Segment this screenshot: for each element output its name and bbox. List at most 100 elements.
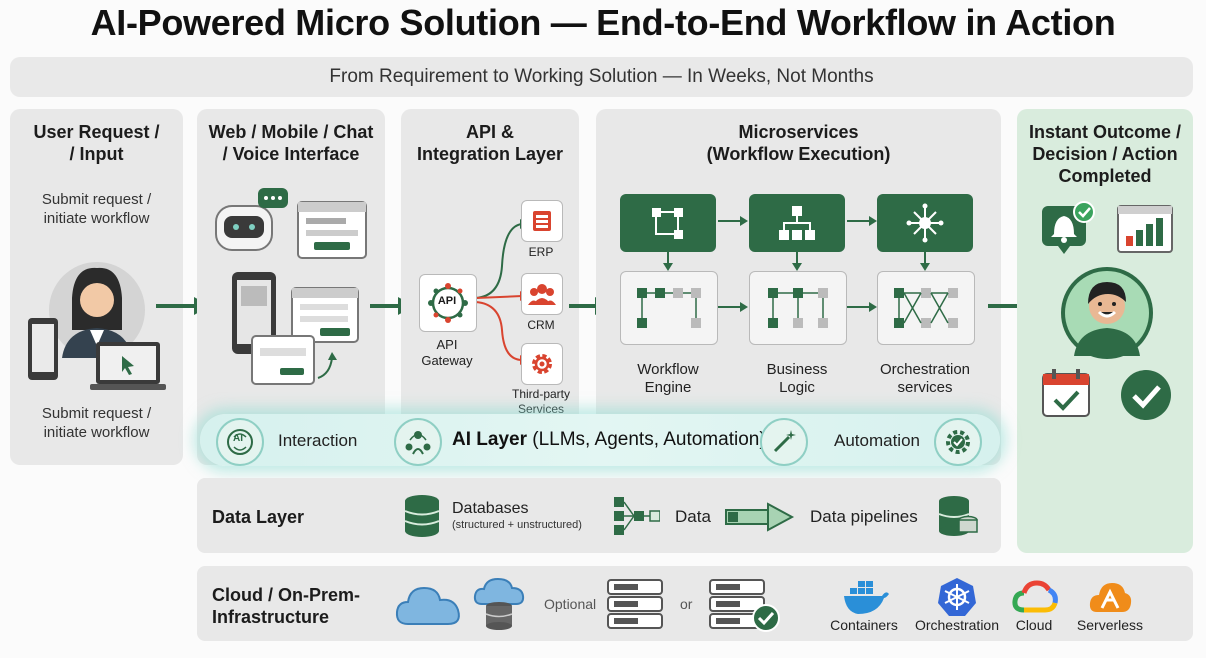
happy-user-avatar <box>1061 267 1153 359</box>
data-layer-label: Data Layer <box>212 507 305 527</box>
note-top-line2: initiate workflow <box>43 210 150 227</box>
interface-header-line2: / Voice Interface <box>222 144 360 164</box>
workflow-icon <box>652 208 683 239</box>
data-flow-icon <box>614 497 660 535</box>
api-gateway-label: API Gateway <box>409 337 485 369</box>
network-hub-icon <box>906 203 944 243</box>
people-network-glyph <box>405 431 431 455</box>
erp-icon <box>533 211 551 231</box>
note-top-line1: Submit request / <box>41 191 152 208</box>
crm-people-icon <box>528 284 556 305</box>
databases-sublabel: (structured + unstructured) <box>452 519 582 531</box>
outcome-header-line2: Decision / Action <box>1032 144 1178 164</box>
mesh-network-icon <box>894 288 958 328</box>
dashboard-chart-icon <box>1117 205 1173 253</box>
third-party-box <box>521 343 563 385</box>
workflow-line1: Workflow <box>637 361 699 378</box>
microservices-header: Microservices (Workflow Execution) <box>596 121 1001 165</box>
business-logic-box <box>749 271 847 345</box>
calendar-check-icon <box>1042 369 1090 417</box>
api-gateway-icon-text: API <box>437 295 457 307</box>
workflow-line2: Engine <box>644 379 692 396</box>
api-header-line1: API & <box>465 122 514 142</box>
third-party-line2: Services <box>517 402 564 416</box>
agents-network-icon <box>394 418 442 466</box>
ai-layer-title-rest: (LLMs, Agents, Automation) <box>526 429 766 450</box>
crm-label: CRM <box>527 318 555 332</box>
notification-bell-icon <box>1042 201 1095 254</box>
business-line1: Business <box>766 361 828 378</box>
arrow-right-icon <box>718 216 748 226</box>
pipelines-label: Data pipelines <box>810 507 918 526</box>
workflow-diagram-icon <box>637 288 701 328</box>
orchestration-services-label: Orchestration services <box>860 361 990 397</box>
user-request-header-line2: / Input <box>69 144 124 164</box>
server-rack-icon <box>607 579 663 629</box>
arrow-down-icon <box>920 252 930 271</box>
or-label: or <box>680 596 693 612</box>
pipeline-arrow-icon <box>725 502 795 532</box>
ai-layer-title-bold: AI Layer <box>452 429 527 450</box>
arrow-right-icon <box>847 216 877 226</box>
microservices-header-line1: Microservices <box>738 122 859 142</box>
user-request-header-line1: User Request / <box>33 122 160 142</box>
microservices-header-line2: (Workflow Execution) <box>706 144 891 164</box>
interaction-label: Interaction <box>278 431 358 450</box>
cloud-server-icon <box>473 577 525 630</box>
gateway-line1: API <box>436 337 458 352</box>
business-line2: Logic <box>779 379 815 396</box>
outcome-header-line1: Instant Outcome / <box>1028 122 1181 142</box>
api-header: API & Integration Layer <box>401 121 579 165</box>
note-bottom-line1: Submit request / <box>41 405 152 422</box>
erp-label: ERP <box>528 245 554 259</box>
cloud-label: Cloud <box>1015 617 1053 633</box>
outcome-header-line3: Completed <box>1058 166 1152 186</box>
multichannel-interface-icon <box>215 188 367 385</box>
page-title: AI-Powered Micro Solution — End-to-End W… <box>90 2 1116 43</box>
user-request-note-top: Submit request / initiate workflow <box>10 190 183 228</box>
arrow-down-icon <box>663 252 673 271</box>
orchestration-top-box <box>877 194 973 252</box>
subtitle: From Requirement to Working Solution — I… <box>329 66 874 87</box>
ai-layer-title: AI Layer (LLMs, Agents, Automation) <box>452 429 766 451</box>
arrow-right-icon <box>847 302 877 312</box>
automation-label: Automation <box>834 431 920 450</box>
business-top-box <box>749 194 845 252</box>
workflow-engine-label: Workflow Engine <box>608 361 728 397</box>
user-with-devices-icon <box>28 262 166 390</box>
docker-whale-icon <box>844 581 889 614</box>
magic-wand-icon <box>760 418 808 466</box>
orchestration-services-box <box>877 271 975 345</box>
user-request-header: User Request / / Input <box>10 121 183 165</box>
arrow-right-icon <box>718 302 748 312</box>
database-icon <box>404 495 440 537</box>
data-layer-row <box>197 478 1001 553</box>
workflow-engine-box <box>620 271 718 345</box>
serverless-lambda-icon <box>1089 583 1132 612</box>
wand-glyph <box>773 430 796 453</box>
infrastructure-row <box>197 566 1193 641</box>
erp-box <box>521 200 563 242</box>
api-gateway-box <box>419 274 477 332</box>
third-party-line1: Third-party <box>511 387 570 401</box>
subtitle-bar: From Requirement to Working Solution — I… <box>10 57 1193 97</box>
optional-label: Optional <box>544 596 597 612</box>
infra-label-line1: Cloud / On-Prem- <box>212 585 360 605</box>
databases-label: Databases <box>452 500 529 517</box>
third-party-label: Third-party Services <box>502 387 580 417</box>
hierarchy-icon <box>779 206 815 240</box>
api-header-line2: Integration Layer <box>416 144 564 164</box>
gear-icon <box>532 354 552 374</box>
automation-gear-icon <box>934 418 982 466</box>
business-logic-label: Business Logic <box>737 361 857 397</box>
interface-header-line1: Web / Mobile / Chat <box>208 122 374 142</box>
cloud-icon <box>395 586 460 625</box>
arrow-down-icon <box>792 252 802 271</box>
infra-label-line2: Infrastructure <box>212 607 330 627</box>
crm-box <box>521 273 563 315</box>
user-request-note-bottom: Submit request / initiate workflow <box>10 404 183 442</box>
database-stack-icon <box>938 496 978 536</box>
ai-layer-band <box>200 414 1000 466</box>
google-cloud-icon <box>1012 580 1058 613</box>
gear-check-glyph <box>946 430 970 454</box>
